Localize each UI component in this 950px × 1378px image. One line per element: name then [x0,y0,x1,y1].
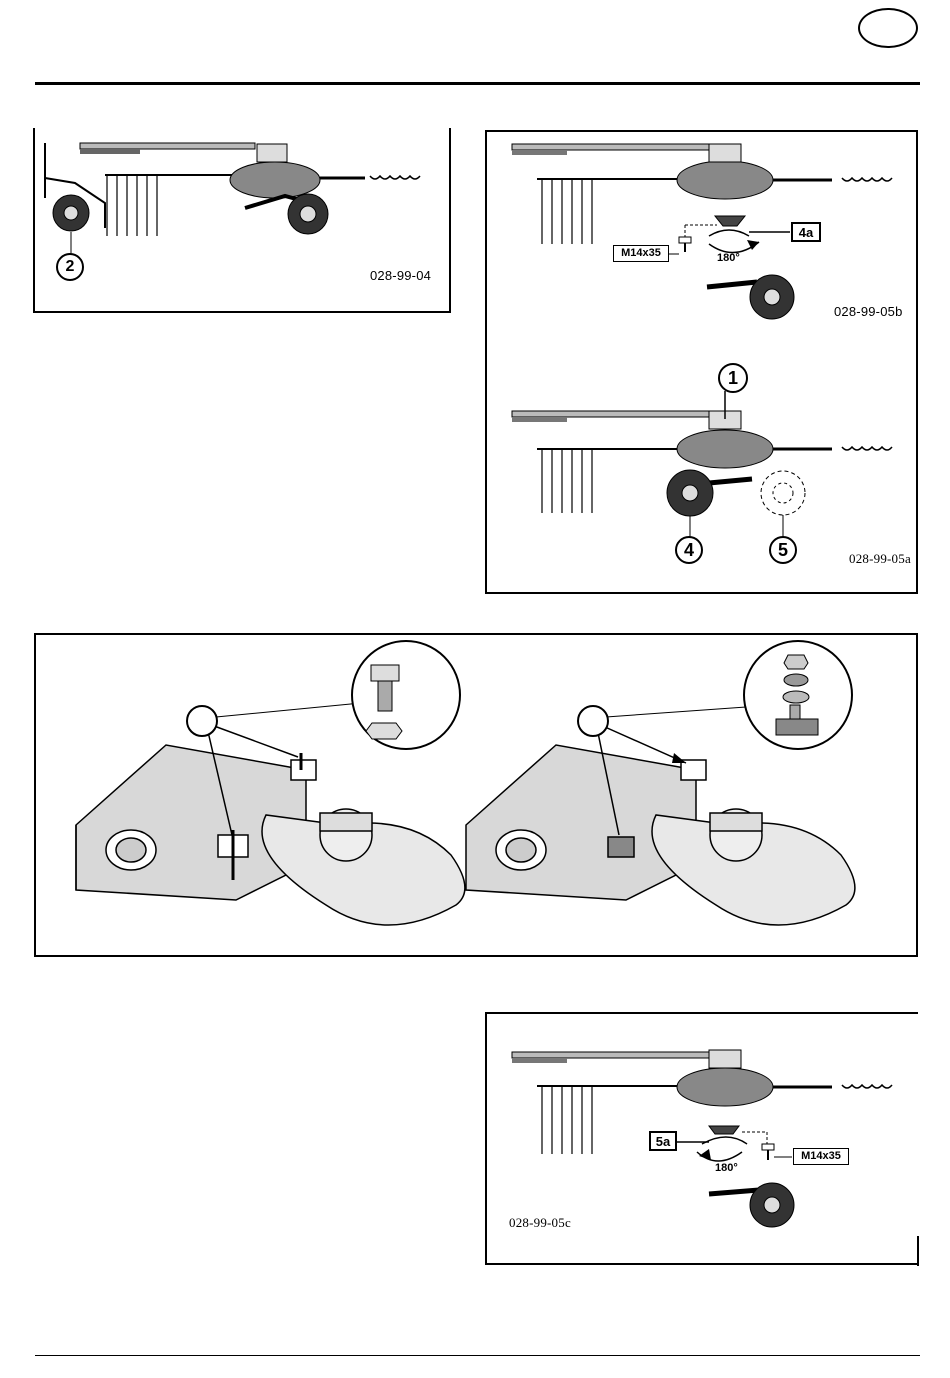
figure-code: 028-99-04 [370,268,431,283]
callout-wheel-2: 2 [56,253,84,281]
part-label-5a: 5a [649,1131,677,1151]
mount-detail-drawing [36,635,920,959]
callout-dashed-wheel-5: 5 [769,536,797,564]
figure-code: 028-99-05a [849,551,911,567]
rotation-label: 180° [717,252,740,264]
figure-028-99-05b: 4a M14x35 180° 028-99-05b [485,130,918,345]
figure-028-99-04: 2 028-99-04 [33,128,451,313]
part-label-4a: 4a [791,222,821,242]
figure-code: 028-99-05c [509,1215,571,1231]
bolt-label-m14x35: M14x35 [793,1148,849,1165]
footer-rule [35,1355,920,1356]
rake-side-view-drawing [35,128,453,313]
callout-mount-1: 1 [718,363,748,393]
bolt-label-m14x35: M14x35 [613,245,669,262]
left-assembly [76,745,465,925]
figure-028-99-05a: 1 4 5 028-99-05a [485,345,918,594]
callout-left-detail [186,705,218,737]
figure-028-99-05c: 5a M14x35 180° 028-99-05c [485,1012,918,1265]
rotation-label: 180° [715,1162,738,1174]
callout-wheel-4: 4 [675,536,703,564]
figure-mount-detail [34,633,918,957]
callout-right-detail [577,705,609,737]
figure-code: 028-99-05b [834,304,903,319]
language-badge [858,8,918,48]
header-rule [35,82,920,85]
right-assembly [466,745,855,925]
